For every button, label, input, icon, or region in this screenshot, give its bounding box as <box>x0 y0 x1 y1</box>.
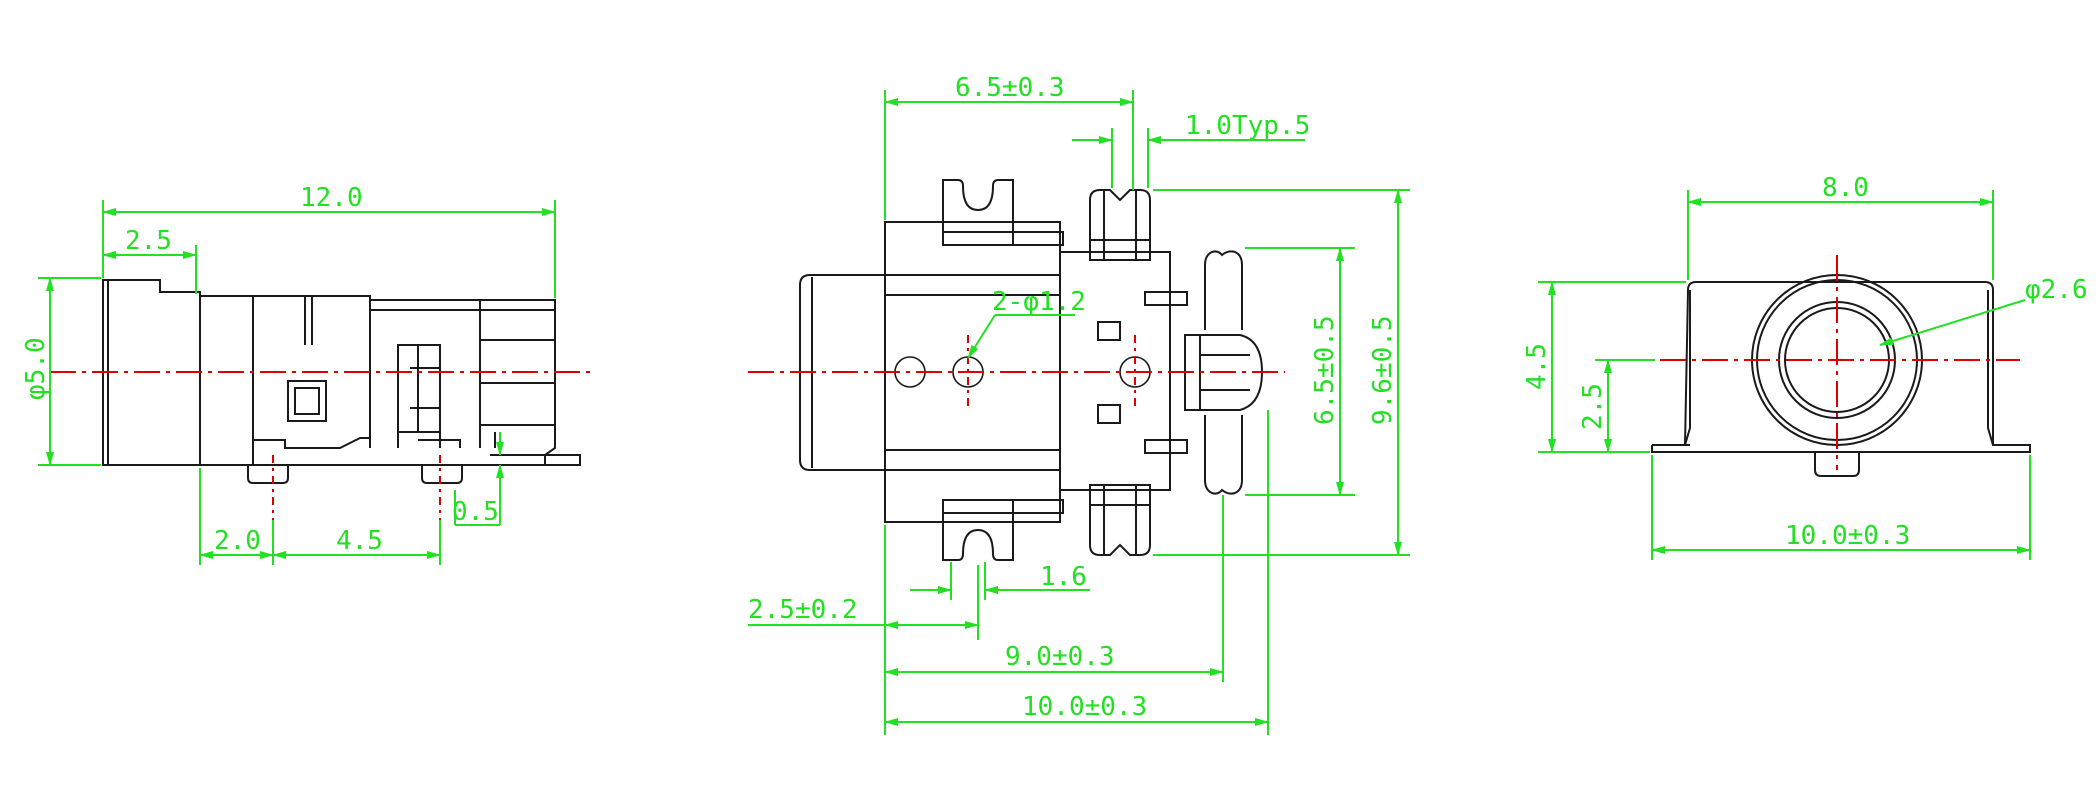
side-dim-pin-offset: 2.0 <box>214 526 261 556</box>
top-view: 6.5±0.3 1.0Typ.5 2-φ1.2 6.5±0.5 9.6±0.5 … <box>748 73 1410 735</box>
front-dim-height: 4.5 <box>1522 343 1552 390</box>
top-dim-width: 6.5±0.3 <box>955 73 1065 103</box>
front-dim-bore: φ2.6 <box>2025 275 2088 305</box>
front-view: 8.0 φ2.6 4.5 2.5 10.0±0.3 <box>1522 173 2088 560</box>
side-view: 12.0 2.5 φ5.0 2.0 4.5 0.5 <box>21 183 595 565</box>
side-dim-front: 2.5 <box>125 226 172 256</box>
front-dim-foot-width: 10.0±0.3 <box>1785 521 1910 551</box>
side-dim-length: 12.0 <box>300 183 363 213</box>
top-dim-holes: 2-φ1.2 <box>992 287 1086 317</box>
side-dim-diameter: φ5.0 <box>21 337 51 400</box>
top-dim-hole-offset: 2.5±0.2 <box>748 595 858 625</box>
top-dim-total-length: 10.0±0.3 <box>1022 692 1147 722</box>
side-dim-standoff: 0.5 <box>452 497 499 527</box>
front-dim-center-height: 2.5 <box>1578 383 1608 430</box>
side-dim-pin-pitch: 4.5 <box>336 526 383 556</box>
top-dim-pin-spacing: 1.6 <box>1040 562 1087 592</box>
front-dim-width: 8.0 <box>1822 173 1869 203</box>
top-dim-outer-span: 9.6±0.5 <box>1368 315 1398 425</box>
top-dim-body-span: 9.0±0.3 <box>1005 642 1115 672</box>
top-dim-pin-width: 1.0Typ.5 <box>1185 111 1310 141</box>
top-dim-inner-span: 6.5±0.5 <box>1310 315 1340 425</box>
